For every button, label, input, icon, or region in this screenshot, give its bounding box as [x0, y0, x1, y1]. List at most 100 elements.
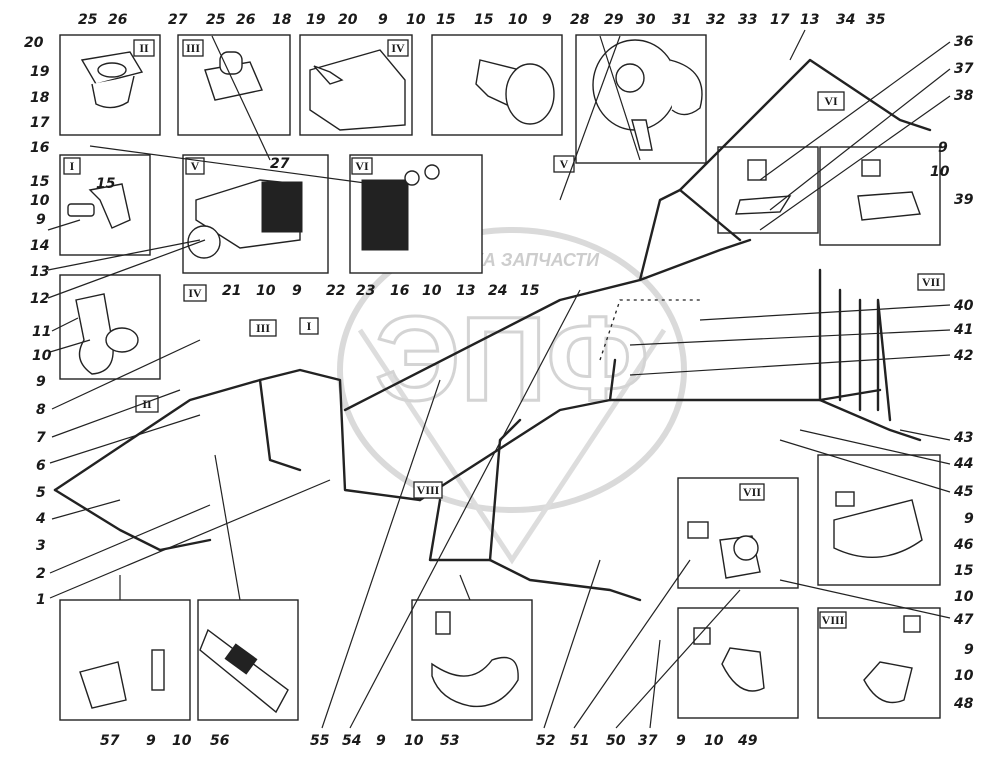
- callout-9j: 9: [376, 733, 386, 749]
- chamber-port: [615, 63, 645, 93]
- clamp-viii: [863, 661, 913, 704]
- callout-9e: 9: [292, 283, 302, 299]
- callout-50: 50: [606, 733, 626, 749]
- callout-9i: 9: [146, 733, 156, 749]
- tee-port: [733, 535, 759, 561]
- callout-38: 38: [954, 88, 974, 104]
- valve-block: [261, 181, 303, 233]
- callout-10f: 10: [422, 283, 442, 299]
- callout-18b: 18: [272, 12, 292, 28]
- callout-21: 21: [222, 283, 241, 299]
- callout-33: 33: [738, 12, 757, 28]
- pipe-network: [53, 58, 932, 602]
- panel-view-57: [59, 599, 191, 721]
- callout-10d: 10: [508, 12, 528, 28]
- view-tag-vi-panel: VI: [355, 159, 369, 173]
- callout-42: 42: [953, 348, 973, 364]
- callout-17b: 17: [770, 12, 790, 28]
- view-tag-v-panel: V: [191, 159, 200, 173]
- callout-15: 15: [30, 174, 50, 190]
- callout-13: 13: [30, 264, 49, 280]
- callout-29: 29: [604, 12, 624, 28]
- bolt-part: [67, 203, 95, 217]
- view-tag-iv-main: IV: [188, 286, 202, 300]
- callout-41: 41: [953, 322, 973, 338]
- chamber-cover: [669, 59, 703, 116]
- callout-31: 31: [672, 12, 691, 28]
- lug-plate: [735, 195, 792, 215]
- panel-parts: [67, 39, 923, 714]
- callout-3: 3: [36, 538, 46, 554]
- callout-10j: 10: [172, 733, 192, 749]
- watermark-logo: ЭПФ: [375, 292, 649, 426]
- chamber-part: [505, 63, 555, 125]
- callout-10k: 10: [404, 733, 424, 749]
- callout-49: 49: [737, 733, 758, 749]
- callout-47: 47: [953, 612, 974, 628]
- callout-10c: 10: [406, 12, 426, 28]
- callout-37b: 37: [638, 733, 658, 749]
- view-tag-iii-main: III: [256, 321, 270, 335]
- callout-25: 25: [78, 12, 98, 28]
- callout-25b: 25: [206, 12, 226, 28]
- strap-53: [431, 656, 519, 708]
- nut-part: [404, 170, 420, 186]
- view-tag-iv-panel: IV: [391, 41, 405, 55]
- bolt-head-vii: [687, 521, 709, 539]
- clip-plate: [857, 191, 921, 221]
- chamber-rod: [631, 119, 653, 151]
- callout-34: 34: [836, 12, 855, 28]
- view-tag-ii-main: II: [142, 397, 152, 411]
- hose-fitting: [224, 643, 258, 675]
- callout-55: 55: [310, 733, 330, 749]
- callout-20: 20: [24, 35, 44, 51]
- relay-block: [361, 179, 409, 251]
- callout-14: 14: [30, 238, 49, 254]
- callout-15d: 15: [520, 283, 540, 299]
- callout-30: 30: [636, 12, 656, 28]
- callout-11: 11: [32, 324, 51, 340]
- callout-57: 57: [100, 733, 120, 749]
- view-tags: II III IV I V VI VII VIII IV III I II V …: [63, 39, 945, 629]
- callout-40: 40: [953, 298, 974, 314]
- callout-6: 6: [36, 458, 46, 474]
- bolt-shape: [313, 65, 344, 85]
- callout-10g: 10: [930, 164, 950, 180]
- callout-10h: 10: [954, 589, 974, 605]
- callout-9k: 9: [676, 733, 686, 749]
- view-tag-vii-panel: VII: [743, 485, 761, 499]
- clip-57: [79, 661, 127, 709]
- callout-9f: 9: [938, 140, 948, 156]
- bolt-53: [435, 611, 451, 635]
- callout-i: 15: [96, 176, 116, 192]
- callout-13c: 13: [456, 283, 475, 299]
- callout-23: 23: [356, 283, 375, 299]
- callout-15b: 15: [436, 12, 456, 28]
- strap-part: [833, 499, 923, 558]
- callout-26: 26: [108, 12, 128, 28]
- callout-2: 2: [36, 566, 46, 582]
- view-tag-ii-panel: II: [139, 41, 149, 55]
- callout-19b: 19: [306, 12, 326, 28]
- callout-18: 18: [30, 90, 50, 106]
- bolt-head-39: [861, 159, 881, 177]
- callout-10l: 10: [704, 733, 724, 749]
- callout-54: 54: [342, 733, 361, 749]
- view-tag-i-main: I: [307, 319, 312, 333]
- callout-9h: 9: [964, 642, 974, 658]
- callout-16b: 16: [390, 283, 410, 299]
- callout-17: 17: [30, 115, 50, 131]
- view-tag-iii-panel: III: [186, 41, 200, 55]
- clamp-part: [88, 183, 131, 229]
- callout-numbers: 20 19 18 17 16 15 10 9 14 13 12 11 10 9 …: [24, 12, 974, 749]
- callout-24: 24: [488, 283, 507, 299]
- callout-37: 37: [954, 61, 974, 77]
- clamp-ring: [105, 327, 139, 353]
- callout-20b: 20: [338, 12, 358, 28]
- view-tag-vi-main: VI: [824, 94, 838, 108]
- callout-12: 12: [30, 291, 49, 307]
- callout-46: 46: [953, 537, 974, 553]
- callout-35: 35: [866, 12, 886, 28]
- panel-view-36: [717, 146, 819, 234]
